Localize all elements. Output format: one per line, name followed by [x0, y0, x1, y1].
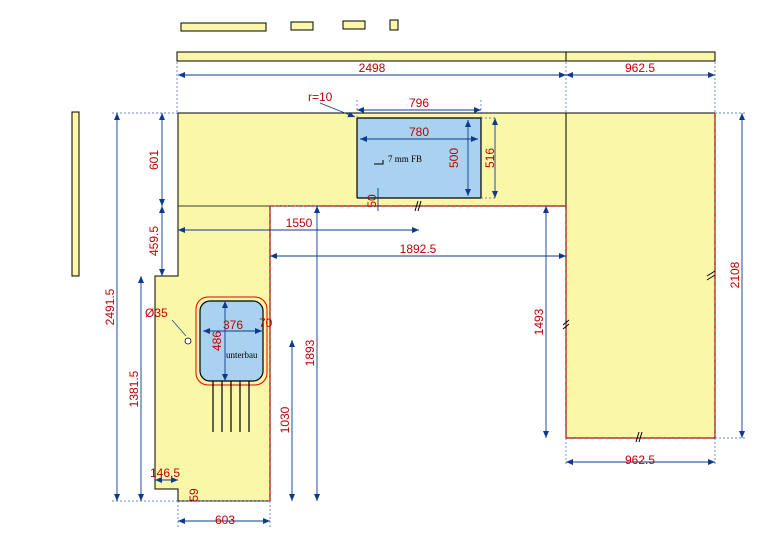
dim-1030: 1030 — [278, 406, 292, 433]
left-backsplash-strip — [71, 111, 80, 277]
legend-strips — [180, 19, 399, 32]
hob-note: 7 mm FB — [388, 154, 422, 164]
dim-1381: 1381.5 — [127, 370, 141, 407]
dimension-lines — [114, 72, 745, 524]
dim-780: 780 — [409, 125, 429, 139]
dim-59: 59 — [187, 488, 201, 502]
legend-strip-2 — [290, 21, 314, 31]
drain-grooves — [212, 381, 250, 432]
dim-radius: r=10 — [308, 90, 333, 104]
dim-hole: Ø35 — [145, 306, 168, 320]
dim-146: 146.5 — [150, 466, 180, 480]
joint-marks — [414, 200, 716, 443]
sink-note: unterbau — [226, 350, 258, 360]
right-slab — [565, 112, 716, 439]
dimension-labels: 2498 962.5 796 780 r=10 500 516 50 601 4… — [103, 61, 742, 527]
dim-1550: 1550 — [286, 216, 313, 230]
dim-50: 50 — [365, 194, 379, 208]
dim-962-top: 962.5 — [625, 61, 655, 75]
top-backsplash-strip — [176, 51, 716, 62]
legend-strip-4 — [389, 19, 399, 31]
dim-603: 603 — [215, 513, 235, 527]
dim-516: 516 — [483, 148, 497, 168]
legend-strip-1 — [180, 22, 267, 32]
dim-459: 459.5 — [147, 226, 161, 256]
dim-2498: 2498 — [359, 61, 386, 75]
dim-962-bottom: 962.5 — [625, 453, 655, 467]
dim-2108: 2108 — [728, 261, 742, 288]
dim-2491: 2491.5 — [103, 288, 117, 325]
dim-486: 486 — [210, 331, 224, 351]
dim-601: 601 — [147, 150, 161, 170]
dim-376: 376 — [223, 318, 243, 332]
dim-500: 500 — [447, 148, 461, 168]
legend-strip-3 — [342, 20, 366, 30]
tap-hole — [184, 337, 192, 345]
dim-1893: 1893 — [303, 339, 317, 366]
dim-1892: 1892.5 — [400, 242, 437, 256]
dim-70: 70 — [259, 316, 273, 330]
dim-1493: 1493 — [532, 308, 546, 335]
dim-796: 796 — [409, 96, 429, 110]
